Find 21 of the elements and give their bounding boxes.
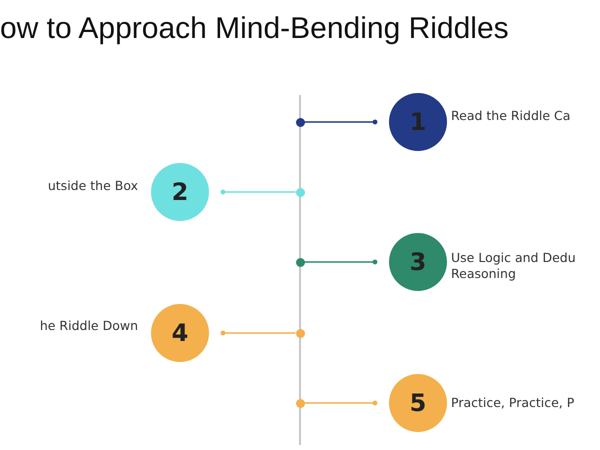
step-number-circle: 4 [151, 304, 209, 362]
connector-line [220, 190, 296, 194]
step-label: he Riddle Down [40, 318, 138, 334]
step-number-circle: 1 [389, 93, 447, 151]
connector-line [304, 400, 378, 406]
timeline-dot [296, 258, 304, 266]
connector-line [304, 260, 378, 264]
step-number-circle: 2 [151, 163, 209, 221]
step-label: Practice, Practice, P [451, 395, 576, 412]
timeline-dot [296, 328, 304, 338]
connector-line [220, 330, 296, 336]
timeline-dot [296, 188, 304, 196]
timeline-dot [296, 118, 304, 126]
step-label: utside the Box [48, 178, 138, 194]
step-number-circle: 3 [389, 233, 447, 291]
step-number-circle: 5 [389, 374, 447, 432]
connector-line [304, 120, 378, 124]
step-label: Use Logic and Dedu Reasoning [451, 250, 577, 282]
timeline-dot [296, 398, 304, 408]
step-label: Read the Riddle Ca [451, 108, 572, 124]
title: ow to Approach Mind-Bending Riddles [0, 12, 509, 46]
